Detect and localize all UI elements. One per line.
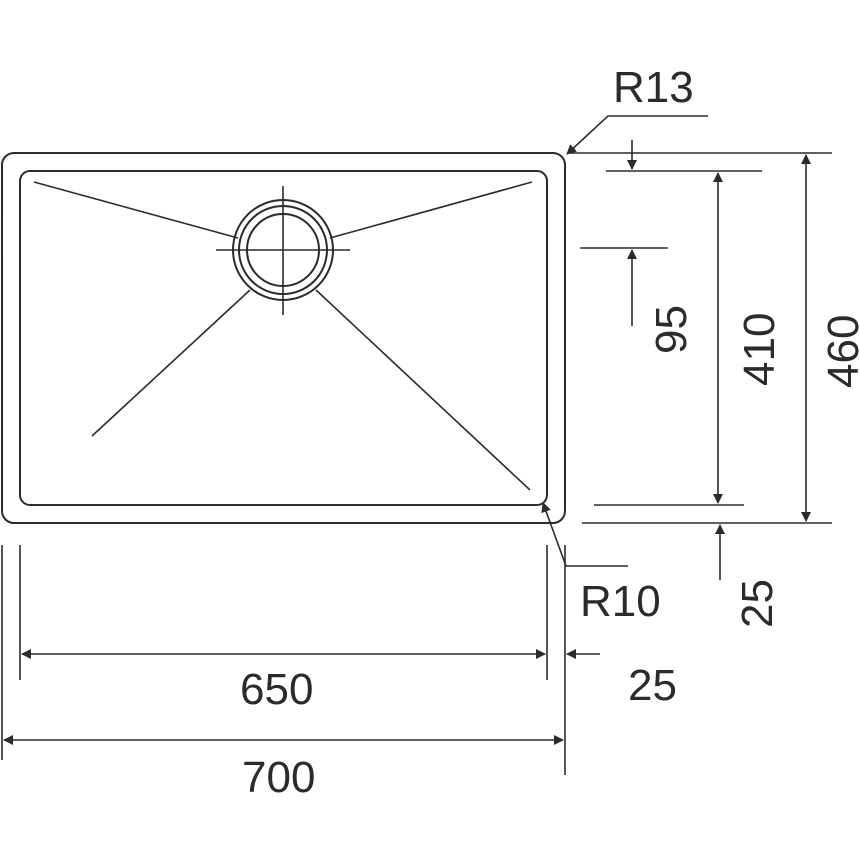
sink-bowl-outline bbox=[19, 170, 548, 506]
label-650: 650 bbox=[240, 665, 313, 714]
label-95: 95 bbox=[647, 305, 696, 354]
label-r13: R13 bbox=[613, 63, 694, 112]
sink-outer-outline bbox=[1, 152, 566, 524]
label-r10: R10 bbox=[580, 577, 661, 626]
r13-leader bbox=[566, 115, 708, 155]
label-700: 700 bbox=[242, 753, 315, 802]
label-25-vertical: 25 bbox=[733, 579, 782, 628]
extension-lines bbox=[1, 152, 832, 775]
r10-leader bbox=[541, 502, 628, 567]
label-410: 410 bbox=[735, 313, 784, 386]
drain bbox=[216, 186, 350, 315]
label-460: 460 bbox=[819, 315, 860, 388]
bowl-slope-lines bbox=[33, 181, 533, 491]
label-25-horizontal: 25 bbox=[628, 661, 677, 710]
